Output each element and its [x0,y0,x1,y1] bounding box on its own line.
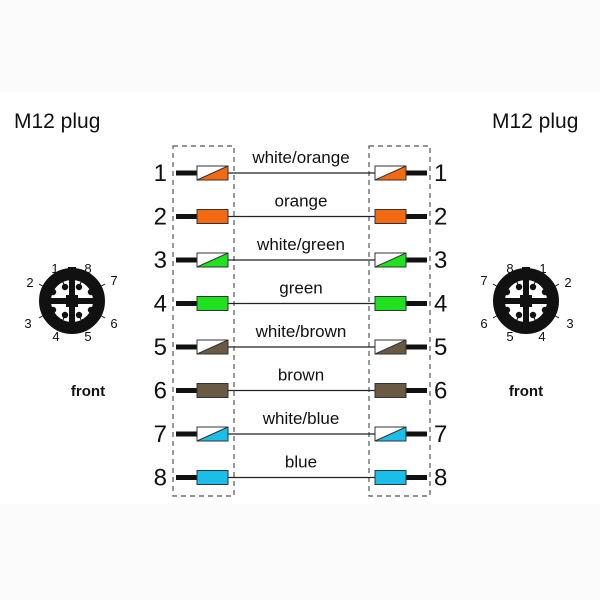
left-pin-number: 1 [154,160,167,187]
left-color-block [196,209,229,224]
plug-pin-label: 6 [480,316,487,331]
plug-pin-label: 4 [52,329,59,344]
wire-color-label: orange [275,192,328,211]
right-color-block [374,296,407,311]
right-pin-number: 5 [434,334,447,361]
pin-dot [515,283,523,291]
left-color-block [196,296,229,311]
wire-row-7: 7 7 white/blue [154,409,448,448]
pin-dot [529,311,537,319]
right-connector-frame [368,145,431,497]
wire-row-2: 2 2 orange [154,192,448,231]
pin-dot [503,288,511,296]
pin-dot [49,306,57,314]
wire-row-6: 6 6 brown [154,366,448,405]
right-pin-number: 4 [434,291,447,318]
right-color-block [374,383,407,398]
left-color-block [196,165,229,181]
right-pin-number: 1 [434,160,447,187]
plug-pin-label: 6 [110,316,117,331]
wire-row-4: 4 4 green [154,279,448,318]
pin-dot [541,306,549,314]
plug-pin-label: 3 [24,316,31,331]
plug-key [522,267,530,273]
wire-color-label: green [279,279,322,298]
left-pin-number: 3 [154,247,167,274]
left-color-block [196,252,229,268]
pin-dot [515,311,523,319]
right-plug-face: 1 2 3 4 5 6 7 8 [480,261,573,344]
right-pin-number: 7 [434,421,447,448]
wires: 1 1 white/orange 2 2 orange 3 3 white/green 4 4 gre… [154,148,448,492]
plug-pin-label: 8 [506,261,513,276]
left-plug-face: 1 2 3 4 5 6 7 8 [24,261,117,344]
pin-dot [87,306,95,314]
plug-center [520,295,532,307]
pin-dot [541,288,549,296]
right-pin-number: 2 [434,204,447,231]
pin-dot [75,283,83,291]
left-connector-frame [172,145,235,497]
right-color-block [374,252,407,268]
right-pin-number: 3 [434,247,447,274]
plug-key [68,267,76,273]
wire-color-label: brown [278,366,324,385]
wire-color-label: white/brown [255,322,347,341]
wire-color-label: white/blue [262,409,340,428]
right-color-block [374,209,407,224]
right-plug-title: M12 plug [492,110,578,133]
left-front-label: front [71,383,105,400]
left-pin-number: 6 [154,378,167,405]
left-pin-number: 4 [154,291,167,318]
left-pin-number: 2 [154,204,167,231]
right-color-block [374,165,407,181]
plug-pin-label: 2 [26,275,33,290]
left-pin-number: 8 [154,465,167,492]
plug-pin-label: 4 [538,329,545,344]
right-color-block [374,339,407,355]
left-color-block [196,426,229,442]
pin-dot [75,311,83,319]
left-pin-number: 7 [154,421,167,448]
plug-pin-label: 3 [566,316,573,331]
pin-dot [503,306,511,314]
pin-dot [529,283,537,291]
left-plug-title: M12 plug [14,110,100,133]
left-pin-number: 5 [154,334,167,361]
plug-pin-label: 5 [506,329,513,344]
plug-pin-label: 1 [51,261,58,276]
wire-row-1: 1 1 white/orange [154,148,448,187]
right-color-block [374,426,407,442]
right-pin-number: 8 [434,465,447,492]
pin-dot [87,288,95,296]
plug-pin-label: 5 [84,329,91,344]
plug-pin-label: 7 [480,273,487,288]
plug-center [66,295,78,307]
left-color-block [196,339,229,355]
wire-row-8: 8 8 blue [154,453,448,492]
pin-dot [61,311,69,319]
pin-dot [61,283,69,291]
pin-dot [49,288,57,296]
wire-color-label: white/green [256,235,345,254]
plug-pin-label: 2 [564,275,571,290]
left-color-block [196,383,229,398]
plug-pin-label: 8 [84,261,91,276]
left-color-block [196,470,229,485]
wire-color-label: white/orange [251,148,349,167]
wire-color-label: blue [285,453,317,472]
wire-row-3: 3 3 white/green [154,235,448,274]
plug-pin-label: 7 [110,273,117,288]
right-pin-number: 6 [434,378,447,405]
plug-pin-label: 1 [539,261,546,276]
right-color-block [374,470,407,485]
right-front-label: front [509,383,543,400]
wire-row-5: 5 5 white/brown [154,322,448,361]
